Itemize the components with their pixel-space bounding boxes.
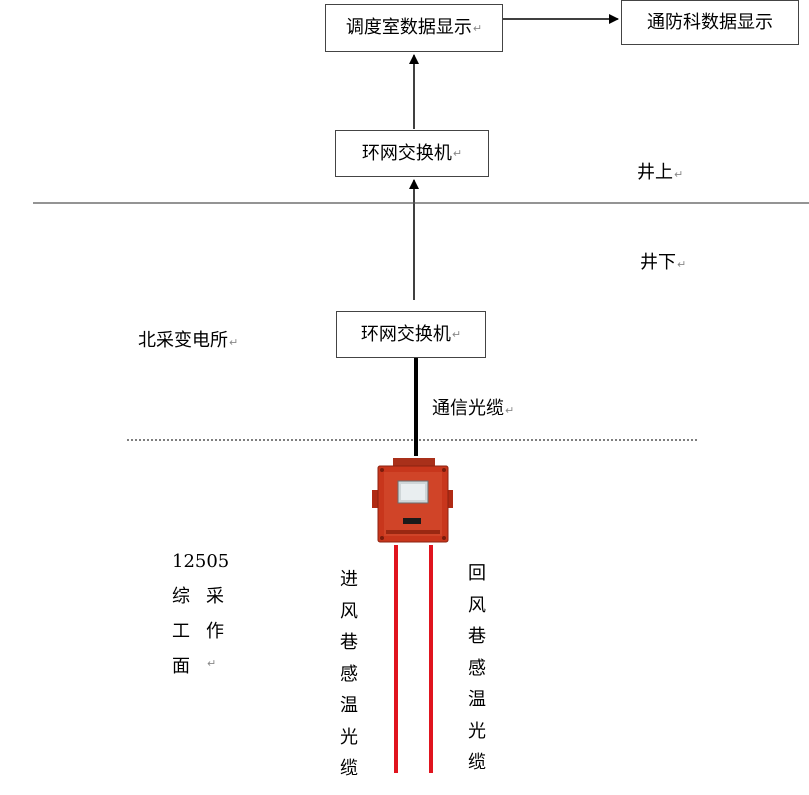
intake-cable-char: 风: [340, 600, 358, 622]
paragraph-mark: ↵: [677, 258, 687, 271]
paragraph-mark: ↵: [451, 328, 462, 341]
return-cable-char: 缆: [468, 752, 486, 773]
ventilation-data-display-box: 通防科数据显示: [621, 0, 799, 45]
ring-network-switch-upper: 环网交换机↵: [335, 130, 489, 177]
paragraph-mark: ↵: [207, 657, 217, 670]
workface-char: 工: [172, 621, 190, 642]
switch-upper-label: 环网交换机: [361, 142, 452, 164]
workface-number: 12505: [172, 551, 230, 572]
temperature-host-device: [372, 458, 453, 543]
substation-label: 北采变电所↵: [138, 332, 238, 350]
workface-label: 12505 综 采 工 作 面 ↵: [172, 553, 240, 693]
return-cable-char: 风: [468, 594, 486, 616]
substation-label-text: 北采变电所: [138, 330, 228, 351]
workface-char: 面: [172, 656, 190, 677]
return-cable-char: 回: [468, 563, 486, 584]
paragraph-mark: ↵: [505, 404, 515, 417]
intake-cable-label: 进 风 巷 感 温 光 缆: [338, 571, 360, 792]
return-cable-char: 温: [468, 689, 486, 710]
intake-cable-char: 巷: [340, 632, 358, 653]
return-cable-char: 光: [468, 720, 486, 742]
dispatch-data-display-box: 调度室数据显示↵: [325, 4, 503, 52]
workface-char: 作: [206, 621, 224, 642]
ventilation-data-display-label: 通防科数据显示: [647, 11, 773, 33]
paragraph-mark: ↵: [674, 168, 684, 181]
switch-lower-label: 环网交换机: [360, 323, 451, 345]
return-cable-label: 回 风 巷 感 温 光 缆: [466, 565, 488, 786]
underground-label: 井下↵: [640, 254, 686, 272]
workface-char: 采: [206, 586, 224, 607]
surface-label: 井上↵: [637, 164, 683, 182]
intake-cable-char: 温: [340, 695, 358, 716]
dispatch-data-display-label: 调度室数据显示: [345, 17, 472, 38]
intake-cable-char: 光: [340, 726, 358, 748]
ring-network-switch-lower: 环网交换机↵: [336, 311, 486, 358]
comm-cable-label: 通信光缆↵: [432, 400, 514, 418]
surface-label-text: 井上: [637, 162, 673, 183]
intake-cable-char: 感: [340, 663, 358, 685]
paragraph-mark: ↵: [229, 336, 239, 349]
workface-char: 综: [172, 586, 190, 607]
paragraph-mark: ↵: [452, 147, 463, 160]
intake-cable-char: 进: [340, 569, 358, 590]
comm-cable-label-text: 通信光缆: [432, 398, 504, 419]
paragraph-mark: ↵: [472, 21, 483, 35]
return-cable-char: 巷: [468, 626, 486, 647]
underground-label-text: 井下: [640, 252, 676, 273]
return-cable-char: 感: [468, 657, 486, 679]
intake-cable-char: 缆: [340, 758, 358, 779]
